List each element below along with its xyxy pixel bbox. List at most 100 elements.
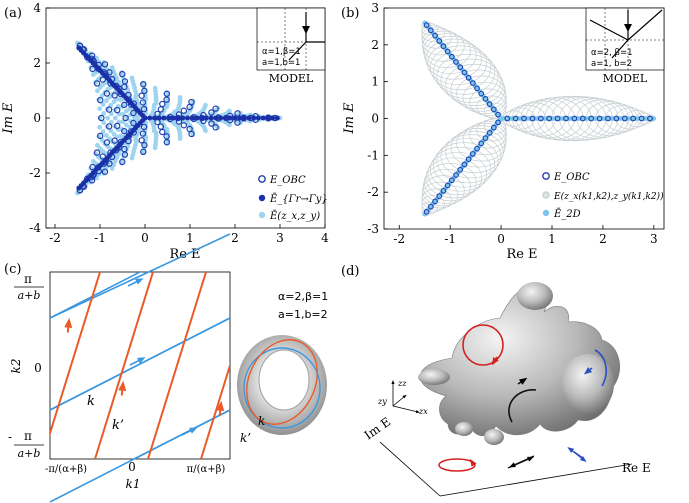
inset-arrow-icon <box>302 26 310 34</box>
obc-point <box>163 90 171 97</box>
orange-arrow-icon <box>118 380 127 396</box>
gray-loop <box>425 157 482 199</box>
legend-filled-circle-icon <box>542 209 550 217</box>
panel-b-legend-0: E_OBC <box>553 172 590 183</box>
d-local-axes: zz zx zy <box>377 379 428 416</box>
blue-line <box>132 409 230 459</box>
obc-point <box>121 101 128 109</box>
obc-point <box>188 98 195 106</box>
dark-point <box>251 115 257 121</box>
obc-point <box>605 115 611 122</box>
b-ytick-label: -1 <box>367 148 379 162</box>
obc-point <box>486 130 493 136</box>
blob-lobe <box>455 422 473 436</box>
floor-red-ellipse <box>438 458 476 472</box>
obc-point <box>139 99 147 106</box>
torus-hole-rim <box>258 349 310 411</box>
light-point <box>101 111 107 116</box>
obc-point <box>427 203 434 210</box>
a-ytick-label: 2 <box>33 56 41 70</box>
c-ybot-den: a+b <box>18 447 41 460</box>
panel-b-inset-caption: MODEL <box>603 72 648 85</box>
panel-a-inset-text2: a=1,b=1 <box>262 58 300 68</box>
gray-loop <box>421 195 445 213</box>
light-point <box>227 122 232 128</box>
c-ylabel: k2 <box>9 359 23 374</box>
obc-point <box>427 27 434 34</box>
obc-point <box>119 70 126 78</box>
panel-b-ylabel: Im E <box>342 102 357 135</box>
obc-point <box>234 110 241 117</box>
obc-point <box>106 160 113 167</box>
obc-point <box>93 149 101 156</box>
b-ytick-label: 1 <box>371 75 379 89</box>
obc-point <box>163 139 171 146</box>
dark-point <box>170 115 176 121</box>
obc-point <box>89 163 96 171</box>
obc-point <box>461 161 468 168</box>
obc-point <box>478 140 485 147</box>
light-point <box>152 85 158 91</box>
c-ybot-num: π <box>24 429 32 443</box>
dark-point <box>151 115 157 121</box>
panel-b-plot <box>421 20 657 217</box>
legend-filled-circle-icon <box>258 194 266 202</box>
obc-point <box>140 148 147 156</box>
obc-point <box>440 43 447 50</box>
panel-b-legend: E_OBC E(z_x(k1,k2),z_y(k1,k2)) Ē_2D <box>542 172 664 220</box>
obc-point <box>101 168 109 175</box>
gray-loop <box>424 163 477 202</box>
gray-loop <box>445 130 504 174</box>
a-xtick-label: -2 <box>49 231 61 245</box>
obc-point <box>563 115 569 122</box>
light-point <box>112 115 118 121</box>
obc-point <box>130 119 137 127</box>
c-params2: a=1,b=2 <box>278 308 328 321</box>
light-point <box>111 99 117 105</box>
light-point <box>203 102 208 108</box>
obc-point <box>453 172 459 178</box>
gray-loop <box>421 22 439 36</box>
obc-point <box>579 115 586 122</box>
c-kprime-label: k’ <box>112 418 124 433</box>
blue-line <box>49 233 231 319</box>
obc-point <box>465 156 472 163</box>
obc-point <box>482 96 489 102</box>
a-ytick-label: 0 <box>33 111 41 125</box>
obc-point <box>234 119 241 126</box>
obc-point <box>453 59 459 65</box>
panel-c-label: (c) <box>4 262 21 277</box>
gray-loop <box>462 123 507 156</box>
a-xtick-label: 2 <box>231 231 239 245</box>
dark-point <box>241 115 247 121</box>
c-xleft: -π/(α+β) <box>45 464 87 475</box>
panel-c-frame <box>49 271 231 460</box>
c-ytop-den: a+b <box>18 289 41 302</box>
panel-a-legend-2: Ē(z_x,z_y) <box>269 210 320 222</box>
obc-point <box>647 115 653 122</box>
obc-point <box>111 137 118 144</box>
blue-line <box>50 272 142 319</box>
obc-point <box>141 141 148 149</box>
light-point <box>227 108 232 114</box>
panel-d-label: (d) <box>341 264 359 279</box>
obc-point <box>130 109 137 117</box>
gray-loop <box>436 53 499 99</box>
obc-point <box>504 115 511 122</box>
dark-point <box>218 115 224 121</box>
zz-label: zz <box>397 379 407 388</box>
obc-point <box>138 92 145 99</box>
light-point <box>109 65 115 70</box>
d-blob <box>418 282 620 445</box>
blue-line <box>50 317 230 411</box>
obc-point <box>121 151 129 158</box>
obc-point <box>111 92 118 99</box>
light-point <box>132 115 137 121</box>
obc-point <box>89 65 96 73</box>
light-point <box>101 120 107 125</box>
obc-point <box>139 130 147 137</box>
blue-arrow-icon <box>129 357 146 366</box>
obc-point <box>512 115 519 122</box>
